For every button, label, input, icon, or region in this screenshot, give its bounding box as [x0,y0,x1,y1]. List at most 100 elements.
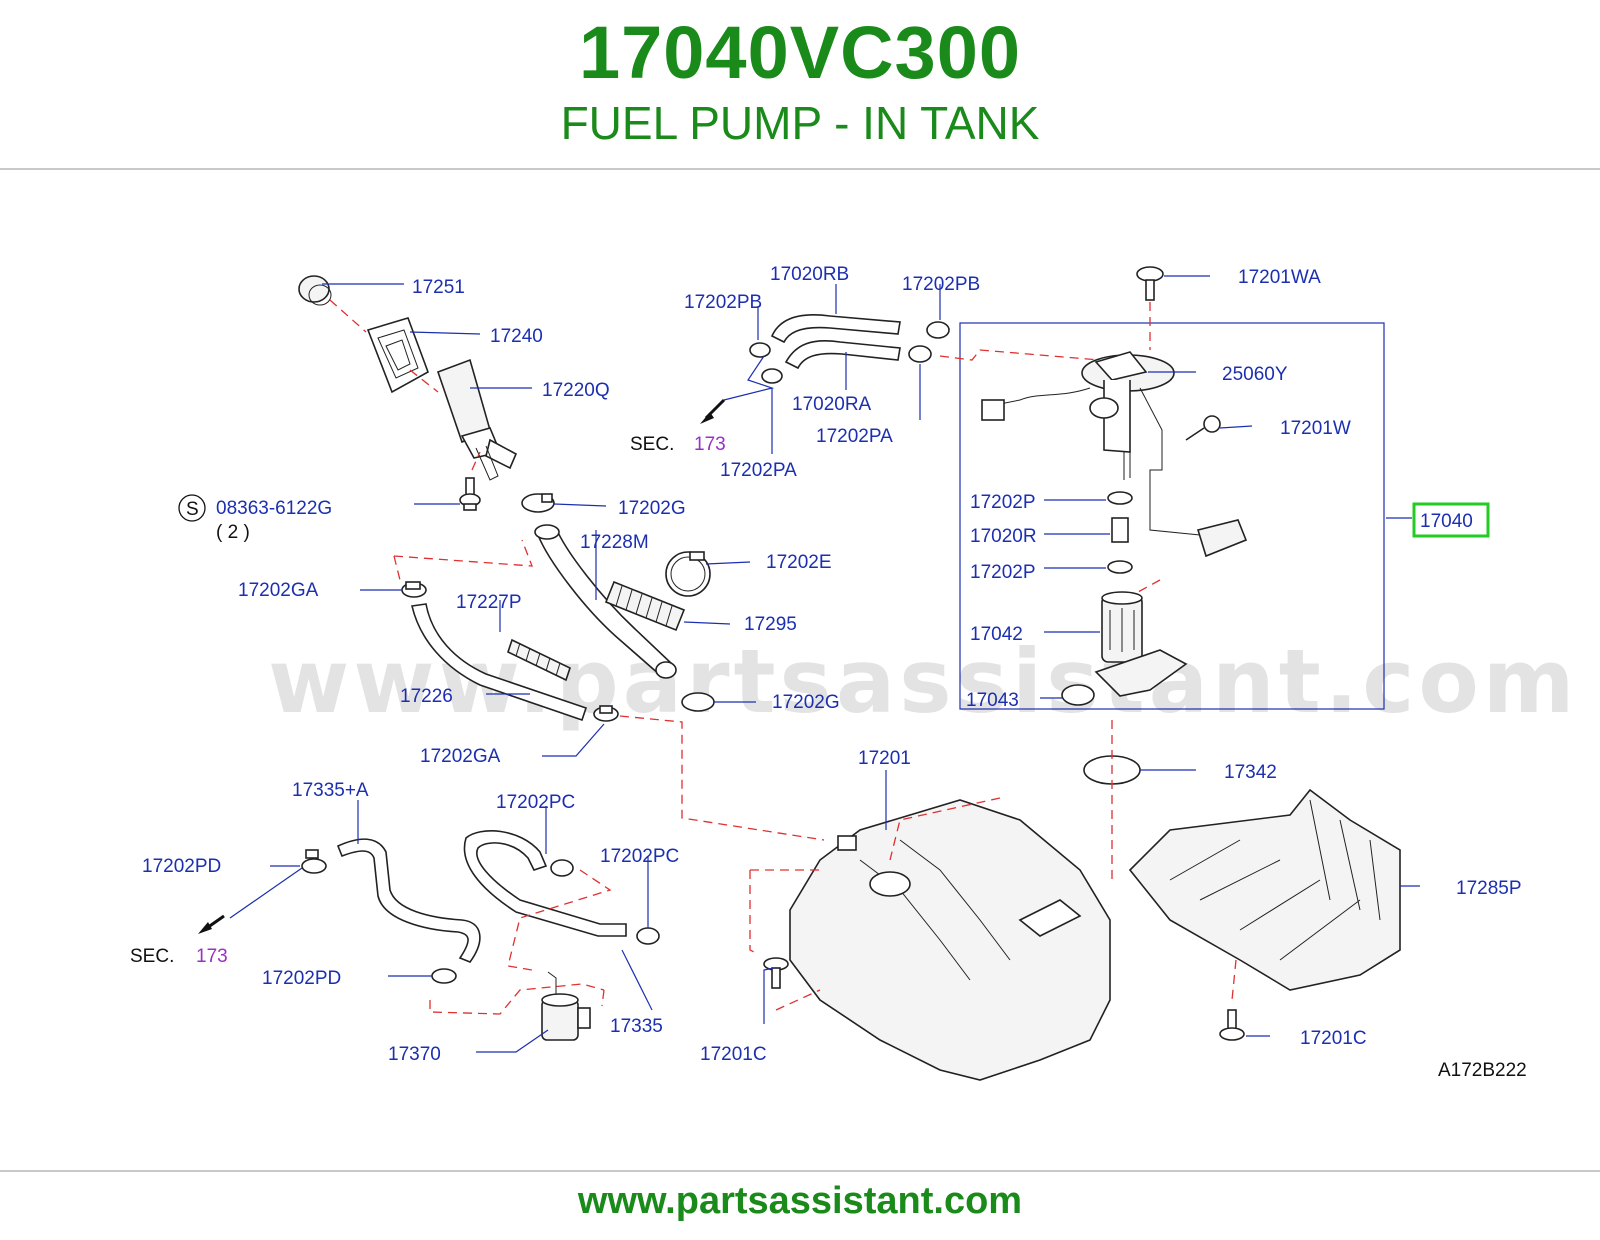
label-17201[interactable]: 17201 [858,748,911,769]
hose-17020R[interactable] [1111,517,1129,543]
label-17202GA-top[interactable]: 17202GA [238,580,319,601]
assembly-dashed-lines [329,299,1237,1015]
hose-17295[interactable] [604,580,686,632]
label-17202PC-lower[interactable]: 17202PC [600,846,679,867]
footer-divider [0,1170,1600,1172]
clamp-17202P-lower[interactable] [1107,560,1133,574]
breather-hose-17227P[interactable] [507,638,571,682]
footer-url[interactable]: www.partsassistant.com [577,1180,1023,1222]
canister-17370[interactable] [541,971,591,1041]
label-17201C-left[interactable]: 17201C [700,1044,767,1065]
label-17228M[interactable]: 17228M [580,532,649,553]
clamp-17202PC-lower[interactable] [636,927,660,945]
label-17202PD-upper[interactable]: 17202PD [142,856,221,877]
label-17295[interactable]: 17295 [744,614,797,635]
label-17202GA-bottom[interactable]: 17202GA [420,746,501,767]
label-17201C-right[interactable]: 17201C [1300,1028,1367,1049]
pump-connector-harness [981,387,1091,421]
clamp-17202PD-lower[interactable] [431,968,457,984]
label-17202E[interactable]: 17202E [766,552,832,573]
label-17202PA-left[interactable]: 17202PA [720,460,797,481]
clamp-17202PD-upper[interactable] [301,849,327,874]
label-17202PB-right[interactable]: 17202PB [902,274,980,295]
hose-17335A[interactable] [336,838,481,963]
filler-cap-17251[interactable] [298,275,332,306]
clamp-17202PA-left[interactable] [761,368,783,384]
s-symbol: S [178,494,206,522]
label-sec-top-number[interactable]: 173 [694,434,726,455]
label-08363-6122G[interactable]: 08363-6122G [216,498,332,519]
sender-arm [1139,387,1248,558]
label-17226[interactable]: 17226 [400,686,453,707]
assembly-box-17040 [959,322,1385,710]
highlight-17040 [1412,502,1490,538]
label-17020RA[interactable]: 17020RA [792,394,872,415]
page-header: 17040VC300 FUEL PUMP - IN TANK [0,0,1600,170]
label-17335[interactable]: 17335 [610,1016,663,1037]
filler-boot-17220Q[interactable] [436,358,518,481]
clamp-17202PB-right[interactable] [926,321,950,339]
clamp-17202GA-top[interactable] [401,581,427,598]
hose-17020RB[interactable] [770,314,901,344]
label-08363-qty: ( 2 ) [216,522,250,543]
label-17020R[interactable]: 17020R [970,526,1037,547]
label-17285P[interactable]: 17285P [1456,878,1522,899]
breather-tube-17226[interactable] [411,603,588,722]
label-17202PD-lower[interactable]: 17202PD [262,968,341,989]
bolt-17201C-right[interactable] [1219,1009,1245,1041]
clamp-17202G-top[interactable] [521,493,555,513]
label-17043[interactable]: 17043 [966,690,1019,711]
label-17202P-lower[interactable]: 17202P [970,562,1036,583]
clamp-17202P-upper[interactable] [1107,491,1133,505]
bolt-08363[interactable] [459,477,481,511]
label-17042[interactable]: 17042 [970,624,1023,645]
hose-17020RA[interactable] [784,340,901,370]
clamp-17202G-bottom[interactable] [681,692,715,712]
label-17202G-top[interactable]: 17202G [618,498,686,519]
label-sec-bottom: SEC. [130,946,174,967]
fuel-tank-17201[interactable] [789,799,1111,1081]
part-number-title: 17040VC300 [578,11,1022,94]
pump-flange-25060Y[interactable] [1081,351,1175,480]
label-sec-bottom-number[interactable]: 173 [196,946,228,967]
watermark-text: www.partsassistant.com [268,630,1579,733]
fuel-pump-17042[interactable] [1101,591,1143,663]
clamp-17202PC-upper[interactable] [550,859,574,877]
header-divider [0,168,1600,170]
filler-tube-17228M[interactable] [534,524,677,679]
label-17202P-upper[interactable]: 17202P [970,492,1036,513]
label-17040[interactable]: 17040 [1420,511,1473,532]
heat-shield-17285P[interactable] [1128,788,1401,991]
leader-lines [229,275,1420,1053]
filler-seal-17240[interactable] [366,317,429,394]
bolt-17201C-left[interactable] [763,957,789,989]
clamp-17202GA-bottom[interactable] [593,705,619,722]
label-17202PA-right[interactable]: 17202PA [816,426,893,447]
sec-arrow-top [700,398,726,424]
label-17251[interactable]: 17251 [412,277,465,298]
screw-17201W[interactable] [1185,415,1221,441]
label-17240[interactable]: 17240 [490,326,543,347]
label-17202G-bottom[interactable]: 17202G [772,692,840,713]
screw-17201WA[interactable] [1136,266,1164,301]
label-17220Q[interactable]: 17220Q [542,380,610,401]
clamp-17202PA-right[interactable] [908,345,932,363]
svg-text:S: S [186,499,199,520]
label-17342[interactable]: 17342 [1224,762,1277,783]
label-17202PC-upper[interactable]: 17202PC [496,792,575,813]
hose-clamp-17202E[interactable] [665,551,711,597]
label-17370[interactable]: 17370 [388,1044,441,1065]
sec-arrow-bottom [198,914,225,934]
label-25060Y[interactable]: 25060Y [1222,364,1288,385]
label-17201WA[interactable]: 17201WA [1238,267,1321,288]
label-17020RB[interactable]: 17020RB [770,264,849,285]
label-sec-top: SEC. [630,434,674,455]
label-17202PB-left[interactable]: 17202PB [684,292,762,313]
hose-17202PC-loop[interactable] [463,830,627,937]
clamp-17202PB-left[interactable] [749,342,771,358]
label-17201W[interactable]: 17201W [1280,418,1351,439]
cushion-17043[interactable] [1061,684,1095,706]
label-17227P[interactable]: 17227P [456,592,522,613]
label-17335A[interactable]: 17335+A [292,780,369,801]
